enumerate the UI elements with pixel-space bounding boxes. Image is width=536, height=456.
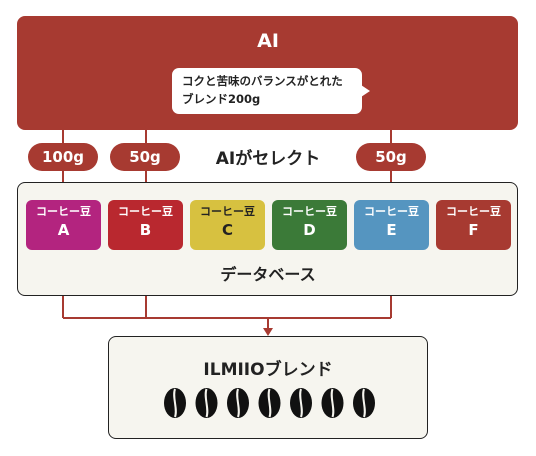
- bean-card-kind: コーヒー豆: [364, 205, 419, 218]
- bean-card-kind: コーヒー豆: [282, 205, 337, 218]
- bean-card-e: コーヒー豆 E: [354, 200, 429, 250]
- bean-card-code: B: [139, 221, 152, 239]
- bean-card-code: C: [221, 221, 233, 239]
- database-label: データベース: [220, 265, 316, 284]
- bean-card-kind: コーヒー豆: [36, 205, 91, 218]
- amount-pill-a: 100g: [28, 143, 98, 171]
- speech-line-2: ブレンド200g: [182, 92, 261, 106]
- speech-line-1: コクと苦味のバランスがとれた: [182, 74, 343, 88]
- coffee-bean-icon: [321, 388, 344, 418]
- bean-card-code: F: [468, 221, 479, 239]
- coffee-bean-icon: [164, 388, 186, 418]
- bean-card-f: コーヒー豆 F: [436, 200, 511, 250]
- blend-title: ILMIIOブレンド: [203, 360, 333, 380]
- bean-card-code: E: [386, 221, 397, 239]
- speech-bubble: コクと苦味のバランスがとれた ブレンド200g: [172, 68, 362, 114]
- bean-card-c: コーヒー豆 C: [190, 200, 265, 250]
- blend-panel: [108, 336, 428, 439]
- bean-card-kind: コーヒー豆: [118, 205, 173, 218]
- ai-title: AI: [257, 30, 279, 52]
- coffee-bean-icon: [195, 388, 218, 418]
- coffee-bean-icon: [290, 388, 312, 418]
- speech-bubble-tail: [361, 85, 370, 97]
- amount-pill-b: 50g: [110, 143, 180, 171]
- coffee-bean-row: [164, 388, 375, 418]
- bean-card-a: コーヒー豆 A: [26, 200, 101, 250]
- bean-card-code: D: [303, 221, 316, 239]
- bean-card-kind: コーヒー豆: [446, 205, 501, 218]
- coffee-bean-icon: [258, 388, 281, 418]
- amount-pill-e: 50g: [356, 143, 426, 171]
- ai-select-label: AIがセレクト: [215, 149, 321, 169]
- bean-card-d: コーヒー豆 D: [272, 200, 347, 250]
- bean-card-kind: コーヒー豆: [200, 205, 255, 218]
- bean-card-b: コーヒー豆 B: [108, 200, 183, 250]
- bean-card-code: A: [57, 221, 70, 239]
- coffee-bean-icon: [353, 388, 375, 418]
- coffee-bean-icon: [227, 388, 249, 418]
